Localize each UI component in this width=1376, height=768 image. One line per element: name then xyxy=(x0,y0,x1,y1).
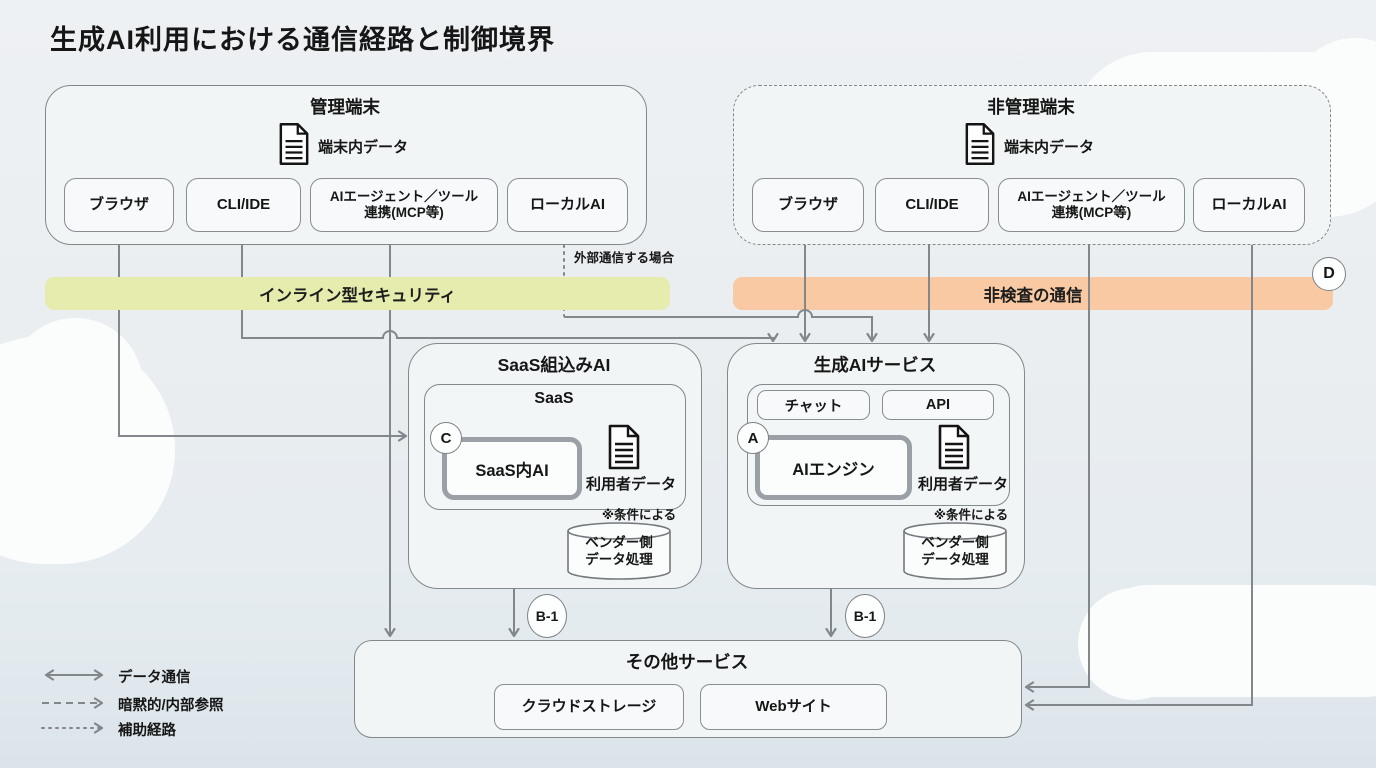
vendor-processing-line2: データ処理 xyxy=(921,551,989,567)
saas-platform-label: SaaS xyxy=(534,390,574,407)
database-cylinder-icon xyxy=(903,522,1007,580)
arrow-unmanaged-agent-to-other-services xyxy=(1024,230,1090,693)
vendor-processing-line1: ベンダー側 xyxy=(585,535,653,550)
saas-vendor-processing-cylinder: ベンダー側 データ処理 xyxy=(566,522,672,580)
vendor-processing-line1: ベンダー側 xyxy=(921,535,989,550)
inline-security-band: インライン型セキュリティ xyxy=(45,277,670,310)
genai-api-box: API xyxy=(882,390,994,420)
unmanaged-terminal-title: 非管理端末 xyxy=(987,97,1075,117)
genai-vendor-processing-cylinder: ベンダー側 データ処理 xyxy=(902,522,1008,580)
badge-c: C xyxy=(430,422,462,454)
website-label: Webサイト xyxy=(755,698,832,715)
device-label: ブラウザ xyxy=(88,196,149,213)
badge-a: A xyxy=(737,422,769,454)
saas-conditional-note: ※条件による xyxy=(601,508,677,522)
managed-terminal-title: 管理端末 xyxy=(310,97,380,117)
device-label: CLI/IDE xyxy=(216,196,271,213)
managed-device-cli-ide: CLI/IDE xyxy=(186,178,301,232)
uninspected-traffic-label: 非検査の通信 xyxy=(983,286,1083,305)
device-label: AIエージェント／ツール連携(MCP等) xyxy=(1017,188,1166,220)
badge-c-label: C xyxy=(440,429,452,447)
document-icon xyxy=(608,424,640,470)
legend-data-comm-label: データ通信 xyxy=(118,670,191,686)
device-label: ローカルAI xyxy=(1211,196,1287,213)
genai-user-data-label: 利用者データ xyxy=(917,476,1008,493)
inline-security-label: インライン型セキュリティ xyxy=(258,286,456,305)
other-services-title: その他サービス xyxy=(625,652,749,672)
genai-panel-title: 生成AIサービス xyxy=(813,355,937,375)
saas-user-data-label: 利用者データ xyxy=(585,476,676,493)
ai-engine-box: AIエンジン xyxy=(755,435,912,500)
website-box: Webサイト xyxy=(700,684,887,730)
cloud-storage-label: クラウドストレージ xyxy=(521,698,657,715)
managed-device-browser: ブラウザ xyxy=(64,178,174,232)
chat-label: チャット xyxy=(784,398,843,415)
device-label: AIエージェント／ツール連携(MCP等) xyxy=(329,188,479,220)
legend-implicit-label: 暗黙的/内部参照 xyxy=(118,698,224,714)
arrow-unmanaged-localai-to-other-services xyxy=(1024,230,1253,711)
badge-d: D xyxy=(1312,257,1346,291)
vendor-processing-line2: データ処理 xyxy=(585,551,653,567)
saas-panel-title: SaaS組込みAI xyxy=(497,355,611,375)
device-label: ローカルAI xyxy=(529,196,605,213)
genai-chat-box: チャット xyxy=(757,390,870,420)
unmanaged-device-data-label: 端末内データ xyxy=(1004,139,1095,156)
badge-b1-label: B-1 xyxy=(535,608,559,624)
genai-conditional-note: ※条件による xyxy=(933,508,1009,522)
unmanaged-device-ai-agent: AIエージェント／ツール連携(MCP等) xyxy=(998,178,1185,232)
badge-b1-left: B-1 xyxy=(527,594,567,638)
arrow-managed-browser-to-saas xyxy=(113,231,408,442)
saas-internal-ai-box: SaaS内AI xyxy=(442,437,582,500)
other-services-panel xyxy=(354,640,1022,738)
badge-b1-right: B-1 xyxy=(845,594,885,638)
managed-device-data-label: 端末内データ xyxy=(318,139,409,156)
badge-a-label: A xyxy=(747,429,759,447)
external-comm-note: 外部通信する場合 xyxy=(574,251,675,265)
page-title: 生成AI利用における通信経路と制御境界 xyxy=(50,25,555,55)
saas-internal-ai-label: SaaS内AI xyxy=(475,461,549,480)
cloud-bottom-right-bump xyxy=(1078,588,1190,700)
document-icon xyxy=(965,123,995,165)
document-icon xyxy=(279,123,309,165)
unmanaged-device-cli-ide: CLI/IDE xyxy=(875,178,989,232)
unmanaged-device-browser: ブラウザ xyxy=(752,178,864,232)
cloud-storage-box: クラウドストレージ xyxy=(494,684,684,730)
managed-device-local-ai: ローカルAI xyxy=(507,178,628,232)
device-label: ブラウザ xyxy=(777,196,838,213)
api-label: API xyxy=(925,397,951,413)
arrow-managed-localai-to-genai xyxy=(564,309,878,343)
uninspected-traffic-band: 非検査の通信 xyxy=(733,277,1333,310)
document-icon xyxy=(938,424,970,470)
device-label: CLI/IDE xyxy=(905,196,959,213)
managed-device-ai-agent: AIエージェント／ツール連携(MCP等) xyxy=(310,178,498,232)
database-cylinder-icon xyxy=(567,522,671,580)
badge-b1-label: B-1 xyxy=(853,608,877,624)
ai-engine-label: AIエンジン xyxy=(792,460,875,479)
legend-auxiliary-label: 補助経路 xyxy=(118,723,176,739)
badge-d-label: D xyxy=(1323,265,1335,282)
unmanaged-device-local-ai: ローカルAI xyxy=(1193,178,1305,232)
